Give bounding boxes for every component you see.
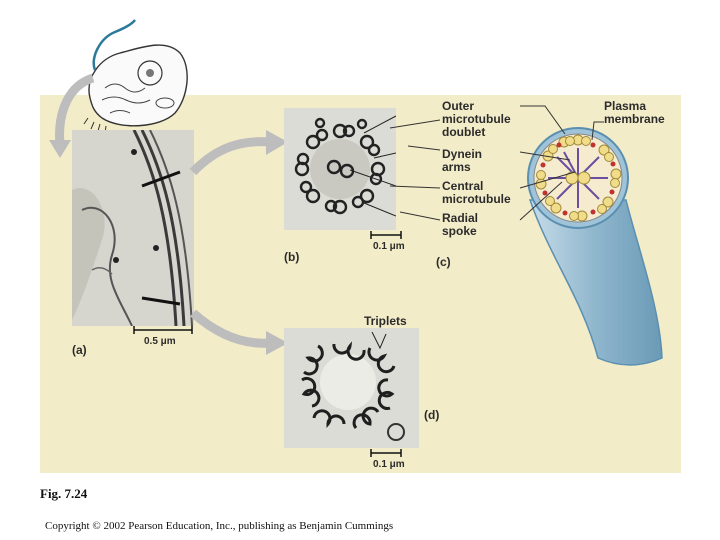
callout-leader-lines (389, 105, 604, 221)
callout-dynein-arms: Dynein arms (442, 148, 482, 174)
callout-outer-line-1: Outer (442, 99, 475, 113)
scale-bar-b-line (370, 231, 402, 239)
micrograph-d (284, 328, 419, 448)
micrograph-b (284, 108, 396, 230)
scale-bar-a-label: 0.5 μm (144, 336, 176, 347)
arrow-a-to-b-icon (189, 130, 288, 176)
callout-dynein-line-2: arms (442, 160, 471, 174)
arrow-a-to-d-icon (190, 309, 288, 355)
scale-bar-b-label: 0.1 μm (373, 241, 405, 252)
panel-label-d: (d) (424, 408, 440, 422)
arrow-cell-to-a-icon (49, 73, 95, 158)
callout-outer-line-3: doublet (442, 125, 486, 139)
copyright-text: Copyright © 2002 Pearson Education, Inc.… (45, 520, 394, 532)
callout-outer-doublet: Outer microtubule doublet (442, 100, 511, 139)
panel-label-a: (a) (72, 343, 87, 357)
cell-sketch-icon (83, 19, 188, 134)
callout-plasma-line-1: Plasma (604, 99, 647, 113)
callout-radial-line-1: Radial (442, 211, 479, 225)
callout-dynein-line-1: Dynein (442, 147, 483, 161)
callout-triplets: Triplets (364, 314, 407, 328)
callout-central-line-2: microtubule (442, 192, 511, 206)
callout-radial-spoke: Radial spoke (442, 212, 478, 238)
callout-plasma-line-2: membrane (604, 112, 665, 126)
scale-bar-a-line (133, 326, 193, 334)
callout-outer-line-2: microtubule (442, 112, 511, 126)
callout-plasma-membrane: Plasma membrane (604, 100, 665, 126)
callout-central-line-1: Central (442, 179, 484, 193)
figure-caption: Fig. 7.24 (40, 486, 88, 501)
panel-label-c: (c) (436, 255, 451, 269)
micrograph-a (72, 130, 194, 326)
callout-central-microtubule: Central microtubule (442, 180, 511, 206)
flagellum-illustration (527, 127, 663, 366)
panel-label-b: (b) (284, 250, 300, 264)
callout-radial-line-2: spoke (442, 224, 477, 238)
scale-bar-d-label: 0.1 μm (373, 459, 405, 470)
scale-bar-d-line (370, 449, 402, 457)
